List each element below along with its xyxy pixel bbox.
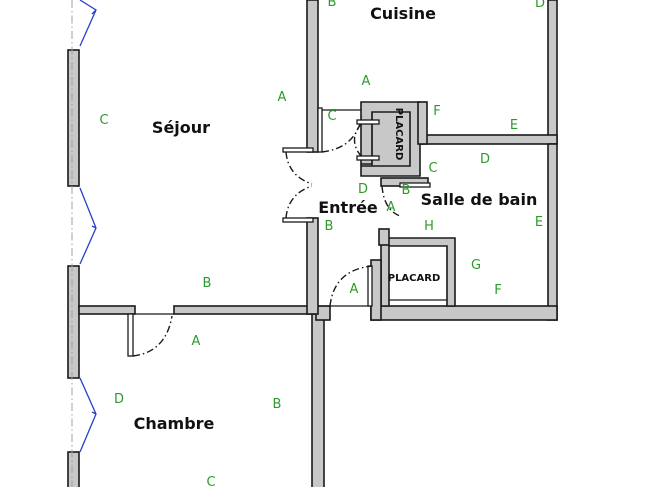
room-label-chambre: Chambre [134, 414, 215, 433]
windows [71, 0, 97, 487]
marker-sdb-g: G [471, 258, 481, 273]
door-entree-leaf-top [282, 147, 314, 153]
window-bottom [79, 377, 97, 453]
door-chambre-arc [132, 315, 173, 357]
placard-label-2: PLACARD [388, 273, 441, 284]
placard-1-door-bottom [356, 155, 380, 161]
marker-cuisine-b: B [328, 0, 337, 10]
placard-label-1: PLACARD [393, 108, 404, 161]
doors [127, 107, 431, 357]
wall-cuisine-right [547, 0, 558, 144]
marker-chambre-d: D [114, 392, 124, 407]
room-labels: Cuisine Séjour Entrée Salle de bain Cham… [134, 4, 538, 433]
wall-sejour-chambre-right [173, 305, 317, 315]
door-cuisine-leaf [317, 107, 323, 153]
wall-sejour-entree-bottom [306, 217, 319, 315]
marker-entree-a2: A [350, 282, 359, 297]
marker-entree-c: C [327, 109, 336, 124]
wall-entree-stub [378, 228, 390, 246]
marker-entree-b1: B [402, 183, 411, 198]
placard-1-door-arc [353, 123, 362, 157]
door-entree-leaf-bottom [282, 217, 314, 223]
door-cuisine-arc [321, 115, 363, 153]
marker-sdb-h: H [424, 219, 434, 234]
marker-sdb-d: D [480, 152, 490, 167]
window-top [79, 0, 97, 47]
marker-sejour-b: B [203, 276, 212, 291]
marker-cuisine-e: E [510, 118, 518, 133]
marker-sdb-e: E [535, 215, 543, 230]
wall-cuisine-sdb [417, 134, 558, 145]
wall-sejour-entree-top [306, 0, 319, 153]
room-label-cuisine: Cuisine [370, 4, 436, 23]
window-mid [79, 187, 97, 265]
wall-placard-1-link [417, 101, 428, 145]
marker-cuisine-a: A [362, 74, 371, 89]
wall-left-3 [67, 451, 80, 487]
marker-chambre-b: B [273, 397, 282, 412]
marker-entree-a1: A [387, 200, 396, 215]
placard-2-door-leaf [367, 265, 373, 307]
wall-left-1 [67, 49, 80, 187]
placard-2-door-arc [329, 265, 373, 307]
marker-chambre-a: A [192, 334, 201, 349]
placard-1-walls [360, 101, 421, 177]
wall-chambre-right [311, 313, 325, 487]
placard-2-walls [380, 237, 456, 307]
wall-bottom-sdb [370, 305, 558, 321]
marker-chambre-c: C [206, 475, 215, 487]
wall-sdb-right [547, 143, 558, 321]
marker-sejour-c: C [99, 113, 108, 128]
marker-entree-d: D [358, 182, 368, 197]
room-label-sejour: Séjour [152, 118, 210, 137]
marker-cuisine-f: F [433, 104, 440, 119]
wall-sejour-chambre-left [78, 305, 136, 315]
door-sdb-arc [381, 185, 401, 217]
marker-sdb-c: C [428, 161, 437, 176]
marker-sdb-f: F [494, 283, 501, 298]
room-label-salle-de-bain: Salle de bain [421, 190, 538, 209]
door-entree-arc-top [285, 151, 313, 185]
door-entree-arc-bottom [285, 185, 313, 219]
marker-sejour-a: A [278, 90, 287, 105]
door-chambre-leaf [127, 313, 134, 357]
marker-cuisine-d: D [535, 0, 545, 11]
door-sdb-leaf [399, 182, 431, 188]
room-label-entree: Entrée [318, 198, 378, 217]
marker-entree-b2: B [325, 219, 334, 234]
wall-markers: B D A F E C A B C D B A B A C D E H G F … [99, 0, 545, 487]
wall-left-2 [67, 265, 80, 379]
placard-1-door-top [356, 119, 380, 125]
